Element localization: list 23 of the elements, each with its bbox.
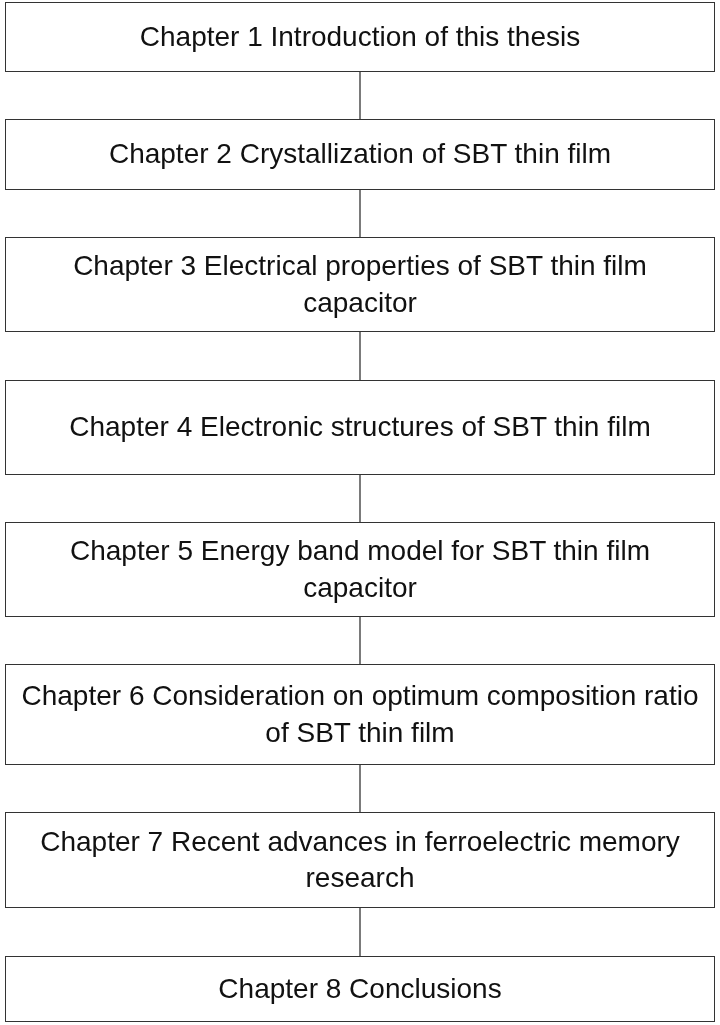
connector-line xyxy=(359,189,361,238)
chapter-box xyxy=(5,956,715,1022)
chapter-title: Chapter 5 Energy band model for SBT thin film capacitor xyxy=(69,534,651,605)
chapter-box xyxy=(5,2,715,72)
connector-line xyxy=(359,907,361,957)
chapter-title: Chapter 7 Recent advances in ferroelectric memory research xyxy=(39,824,681,895)
chapter-box xyxy=(5,237,715,332)
connector-line xyxy=(359,764,361,813)
chapter-title: Chapter 6 Consideration on optimum composition ratio of SBT thin film xyxy=(20,679,700,750)
chapter-box xyxy=(5,664,715,765)
chapter-box xyxy=(5,119,715,190)
chapter-box xyxy=(5,380,715,475)
chapter-title: Chapter 2 Crystallization of SBT thin film xyxy=(108,137,612,172)
connector-line xyxy=(359,616,361,665)
chapter-box xyxy=(5,522,715,617)
connector-line xyxy=(359,331,361,381)
chapter-title: Chapter 1 Introduction of this thesis xyxy=(139,19,581,54)
chapter-box xyxy=(5,812,715,908)
chapter-title: Chapter 3 Electrical properties of SBT thin film capacitor xyxy=(72,249,648,320)
connector-line xyxy=(359,474,361,523)
chapter-title: Chapter 8 Conclusions xyxy=(218,971,502,1006)
chapter-title: Chapter 4 Electronic structures of SBT thin film xyxy=(69,410,651,445)
connector-line xyxy=(359,71,361,120)
